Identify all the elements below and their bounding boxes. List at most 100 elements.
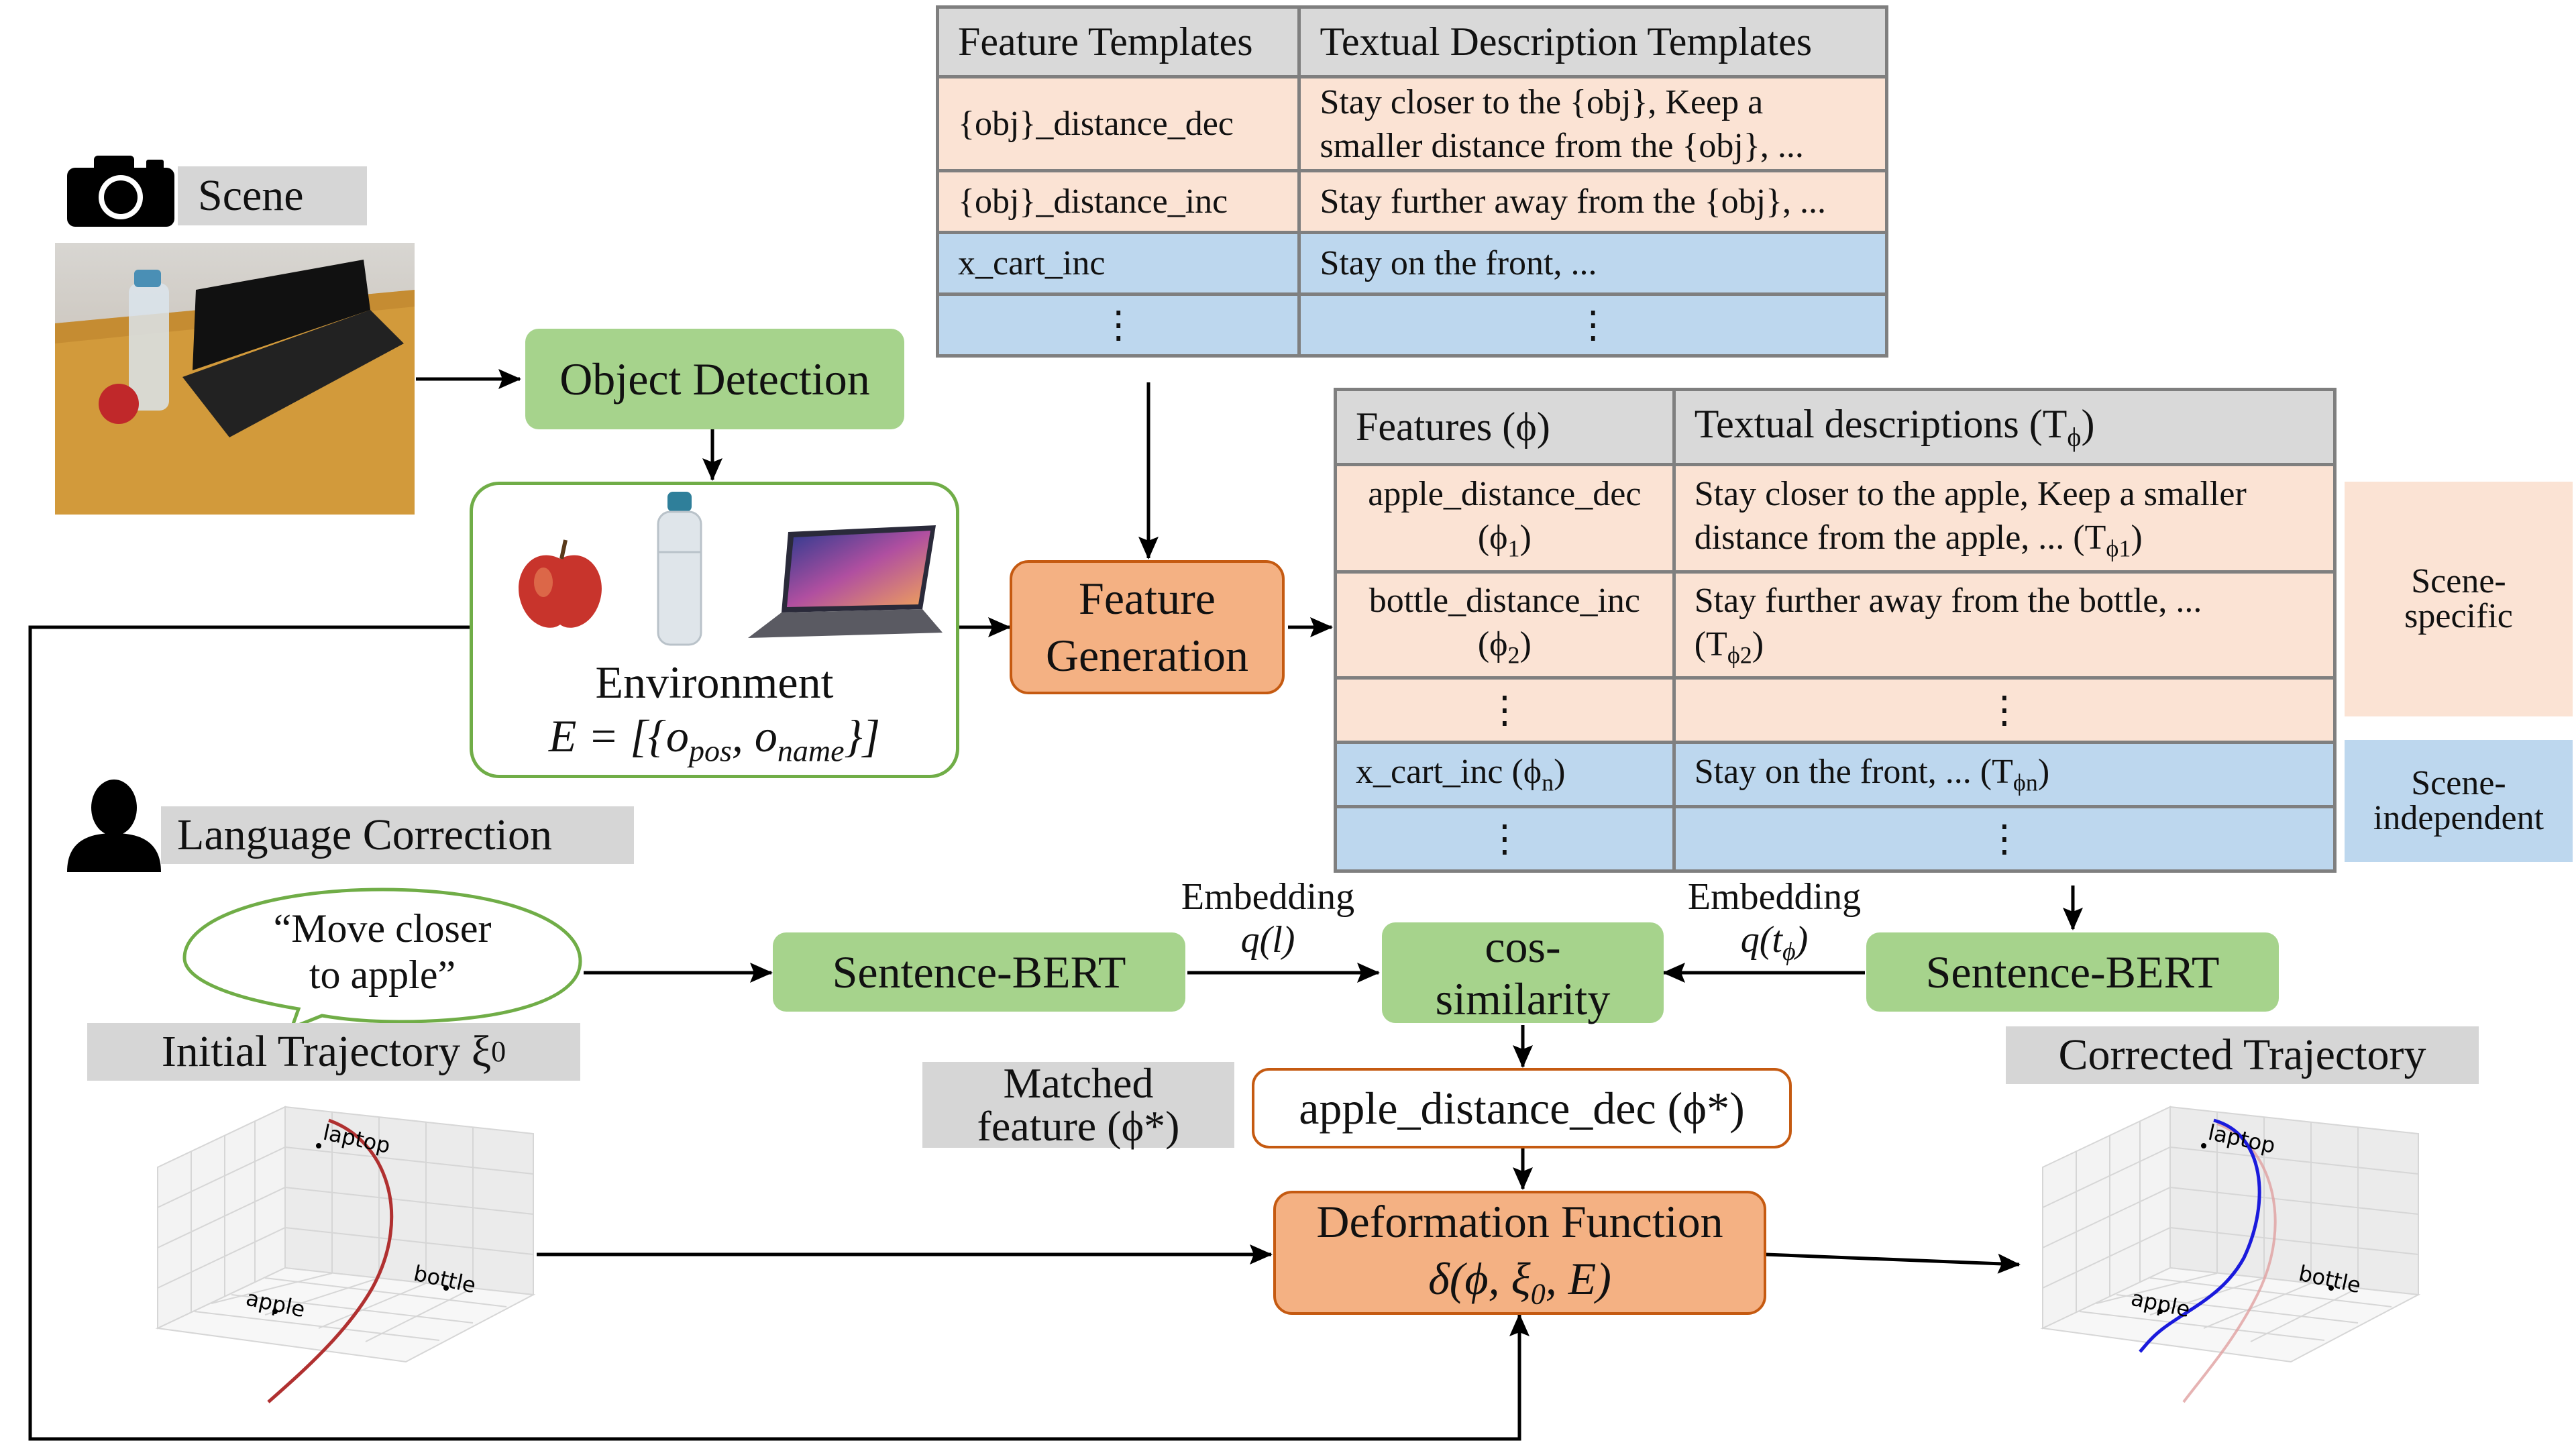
scene-independent-line1: Scene-: [2411, 764, 2506, 802]
deformation-end: , E): [1545, 1252, 1611, 1304]
feature-row-ellipsis: ⋮: [1672, 676, 2337, 744]
embedding-right-end: ): [1795, 919, 1809, 961]
features-header-close: ): [2081, 402, 2095, 446]
feature-row-name: bottle_distance_inc: [1368, 582, 1641, 621]
sentence-bert-right-text: Sentence-BERT: [1925, 946, 2220, 998]
scene-specific-label: Scene-specific: [2345, 482, 2573, 716]
embedding-right-label: Embedding q(tϕ): [1650, 875, 1898, 967]
template-header-feature: Feature Templates: [935, 5, 1301, 78]
laptop-icon: [741, 525, 943, 639]
arrow-env-loop-to-deform: [28, 625, 1529, 1441]
template-row-ellipsis: ⋮: [1297, 292, 1888, 358]
feature-row-desc: Stay on the front, ... (Tϕn): [1672, 741, 2337, 808]
template-row-desc-line1: Stay closer to the {obj}, Keep a: [1320, 83, 1764, 121]
feature-desc-sub: ϕ1: [2106, 535, 2131, 562]
deformation-formula: δ(ϕ, ξ: [1428, 1252, 1531, 1304]
embedding-right-q: q(t: [1740, 919, 1782, 961]
embedding-right-line1: Embedding: [1687, 876, 1862, 918]
features-header-sub: ϕ: [2067, 422, 2082, 452]
embedding-left-label: Embedding q(l): [1140, 875, 1395, 962]
initial-trajectory-plot: laptop apple bottle: [144, 1093, 540, 1429]
scene-independent-line2: independent: [2373, 799, 2544, 837]
embedding-left-line2: q(l): [1240, 919, 1295, 961]
person-icon: [67, 778, 161, 872]
formula-part-2: , o: [731, 710, 777, 761]
embedding-right-sub: ϕ: [1782, 938, 1796, 967]
feature-row-ellipsis: ⋮: [1334, 805, 1676, 873]
template-table: Feature Templates Textual Description Te…: [935, 5, 1888, 358]
template-header-desc: Textual Description Templates: [1297, 5, 1888, 78]
initial-trajectory-sub: 0: [491, 1035, 506, 1068]
language-correction-label: Language Correction: [161, 806, 634, 864]
matched-feature-value: apple_distance_dec (ϕ*): [1252, 1068, 1792, 1148]
template-row-desc-line2: smaller distance from the {obj}, ...: [1320, 126, 1804, 165]
camera-icon: [67, 156, 174, 227]
formula-part-3: }]: [844, 710, 881, 761]
corrected-trajectory-text: Corrected Trajectory: [2058, 1030, 2426, 1079]
feature-row-xcart: x_cart_inc (ϕn): [1334, 741, 1676, 808]
feature-symbol-sub: 1: [1507, 535, 1520, 562]
feature-row-apple: apple_distance_dec (ϕ1): [1334, 463, 1676, 574]
deformation-function-box: Deformation Function δ(ϕ, ξ0, E): [1273, 1191, 1766, 1315]
template-row-desc: Stay on the front, ...: [1297, 231, 1888, 296]
arrow-deform-to-corrected: [1765, 1252, 2021, 1274]
formula-name-sub: name: [777, 733, 845, 768]
apple-icon: [513, 532, 607, 633]
sentence-bert-right: Sentence-BERT: [1866, 932, 2279, 1012]
feature-generation-line1: Feature: [1079, 573, 1216, 624]
feature-symbol-end: ): [1519, 519, 1532, 557]
features-header-feature: Features (ϕ): [1334, 388, 1676, 466]
feature-xcart-end: ): [1554, 753, 1566, 792]
bottle-icon: [653, 492, 706, 646]
matched-feature-line1: Matched: [1003, 1059, 1154, 1107]
feature-xcart-text: x_cart_inc (ϕ: [1356, 753, 1542, 792]
scene-specific-line1: Scene-: [2411, 562, 2506, 600]
quote-line1: “Move closer: [273, 906, 492, 951]
embedding-left-line1: Embedding: [1181, 876, 1355, 918]
feature-row-name: apple_distance_dec: [1368, 475, 1642, 514]
features-header-desc-text: Textual descriptions (T: [1694, 402, 2068, 446]
quote-line2: to apple”: [309, 953, 456, 997]
feature-xcart-desc: Stay on the front, ... (T: [1694, 753, 2013, 792]
feature-generation-line2: Generation: [1045, 630, 1249, 681]
feature-desc-sub: ϕ2: [1727, 641, 1752, 669]
formula-part-1: E = [{o: [548, 710, 689, 761]
speech-bubble: “Move closer to apple”: [178, 884, 587, 1032]
template-row-feature: x_cart_inc: [935, 231, 1301, 296]
feature-desc-end: ): [1752, 625, 1764, 664]
feature-row-symbol: (ϕ1): [1356, 516, 1654, 564]
language-correction-text: Language Correction: [177, 810, 552, 859]
speech-bubble-text: “Move closer to apple”: [178, 906, 587, 998]
scene-label: Scene: [178, 166, 367, 225]
object-detection-box: Object Detection: [525, 329, 904, 429]
feature-symbol-sub: 2: [1507, 641, 1520, 669]
feature-xcart-sub: n: [1542, 769, 1554, 796]
deformation-line2: δ(ϕ, ξ0, E): [1316, 1250, 1723, 1313]
environment-box: Environment E = [{opos, oname}]: [470, 482, 959, 778]
deformation-sub: 0: [1530, 1277, 1546, 1311]
features-table: Features (ϕ) Textual descriptions (Tϕ) a…: [1334, 388, 2337, 873]
feature-desc-line2: (Tϕ2): [1695, 623, 2314, 670]
cos-similarity-line2: similarity: [1435, 973, 1611, 1024]
template-row-desc: Stay closer to the {obj}, Keep a smaller…: [1297, 75, 1888, 172]
deformation-line1: Deformation Function: [1316, 1195, 1723, 1247]
scene-photo: [55, 243, 415, 515]
scene-independent-label: Scene-independent: [2345, 740, 2573, 862]
feature-symbol-text: (ϕ: [1477, 519, 1508, 557]
scene-label-text: Scene: [198, 171, 304, 220]
feature-desc-line2-text: (T: [1694, 625, 1727, 664]
initial-trajectory-text: Initial Trajectory ξ: [161, 1027, 492, 1076]
cos-similarity-line1: cos-: [1485, 920, 1561, 972]
template-row-desc: Stay further away from the {obj}, ...: [1297, 169, 1888, 234]
sentence-bert-left: Sentence-BERT: [773, 932, 1185, 1012]
feature-row-desc: Stay closer to the apple, Keep a smaller…: [1672, 463, 2337, 574]
feature-desc-end: ): [2131, 519, 2143, 557]
feature-symbol-end: ): [1519, 625, 1532, 664]
sentence-bert-left-text: Sentence-BERT: [832, 946, 1126, 998]
environment-title: Environment: [595, 657, 834, 708]
feature-row-symbol: (ϕ2): [1356, 623, 1654, 670]
feature-desc-line1: Stay closer to the apple, Keep a smaller: [1694, 475, 2247, 514]
feature-xcart-desc-sub: ϕn: [2012, 769, 2038, 796]
feature-desc-line2-text: distance from the apple, ... (T: [1694, 519, 2106, 557]
